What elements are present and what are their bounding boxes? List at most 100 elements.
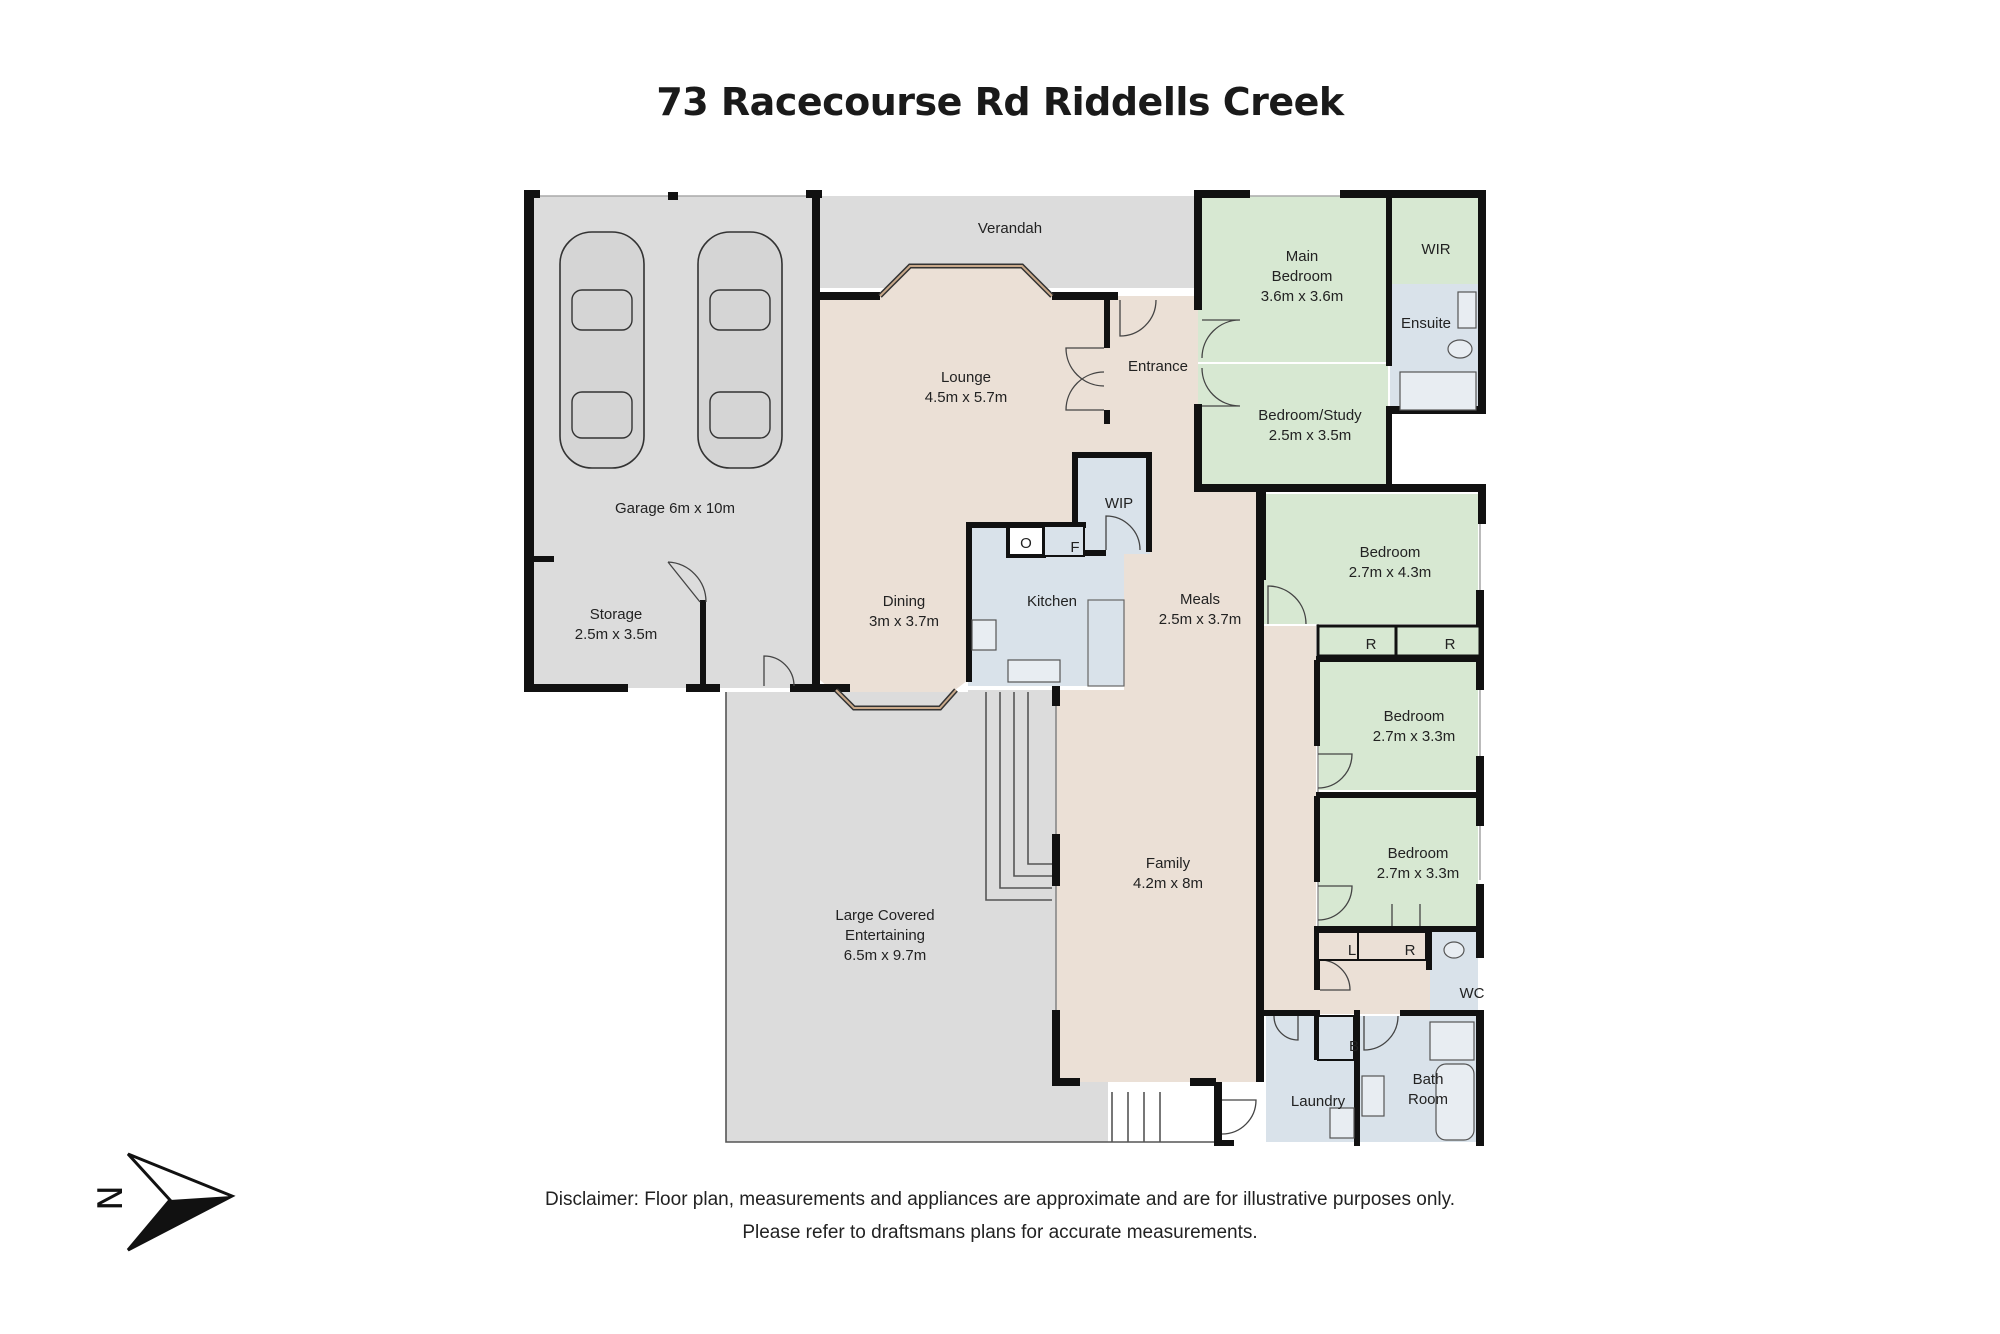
bath-shower bbox=[1429, 1021, 1475, 1061]
kitchen-cooktop bbox=[971, 619, 997, 651]
wall-bed4-bottom bbox=[1316, 926, 1482, 932]
label-family: Family bbox=[1146, 855, 1191, 872]
wall-laundry-bottom bbox=[1214, 1140, 1234, 1146]
doors bbox=[667, 299, 1421, 1135]
door-wip bbox=[1105, 515, 1141, 551]
wall-family-left-3 bbox=[1052, 1010, 1060, 1086]
label-lounge-size: 4.5m x 5.7m bbox=[925, 389, 1008, 406]
wall-lounge-top-r bbox=[1052, 292, 1110, 300]
label-storage: Storage bbox=[590, 606, 643, 623]
disclaimer-line-1: Disclaimer: Floor plan, measurements and… bbox=[545, 1189, 1455, 1210]
fridge-box bbox=[1043, 525, 1085, 557]
label-bathroom-2: Room bbox=[1408, 1091, 1448, 1108]
wall-wip-bottom bbox=[1076, 550, 1106, 556]
door-study bbox=[1201, 367, 1241, 407]
main-bedroom-floor bbox=[1198, 196, 1388, 362]
door-garage bbox=[763, 655, 795, 687]
wall-storage-top bbox=[534, 556, 554, 562]
car-right bbox=[697, 231, 783, 469]
car-left bbox=[559, 231, 645, 469]
steps-2 bbox=[999, 692, 1052, 889]
label-wir: WIR bbox=[1421, 241, 1450, 258]
label-main-bedroom-size: 3.6m x 3.6m bbox=[1261, 288, 1344, 305]
plan-title: 73 Racecourse Rd Riddells Creek bbox=[656, 80, 1344, 124]
door-lounge-double bbox=[1065, 347, 1105, 411]
wall-garage-top-l bbox=[524, 190, 540, 198]
label-linen: L bbox=[1348, 942, 1356, 959]
wall-wip-right bbox=[1146, 452, 1152, 552]
label-robe-b: R bbox=[1445, 636, 1456, 653]
wall-bed3-left bbox=[1314, 660, 1320, 746]
bedroom2-floor bbox=[1262, 494, 1478, 624]
ensuite-toilet bbox=[1447, 339, 1473, 359]
label-robe-a: R bbox=[1366, 636, 1377, 653]
label-ensuite: Ensuite bbox=[1401, 315, 1451, 332]
wall-right-2 bbox=[1476, 756, 1484, 826]
meals-family-floor bbox=[1056, 406, 1258, 1082]
door-bed3 bbox=[1317, 753, 1353, 789]
wall-garage-bottom-m bbox=[686, 684, 720, 692]
label-broom: B bbox=[1349, 1038, 1359, 1055]
label-main-bedroom-1: Main bbox=[1286, 248, 1319, 265]
hall-floor bbox=[1262, 626, 1316, 1012]
steps-1 bbox=[985, 692, 1052, 901]
wall-entrance-top bbox=[1106, 292, 1118, 300]
wall-mid-divide2 bbox=[1386, 406, 1392, 486]
linen-box bbox=[1317, 931, 1359, 961]
label-fridge: F bbox=[1070, 539, 1079, 556]
wall-study-bottom bbox=[1194, 484, 1480, 492]
door-robe-c bbox=[1391, 904, 1421, 926]
wall-main-left2 bbox=[1194, 404, 1202, 490]
wall-lb-top bbox=[1260, 1010, 1320, 1016]
wall-bed3-top bbox=[1316, 656, 1482, 662]
ensuite-shower bbox=[1399, 371, 1477, 411]
label-bedroom2: Bedroom bbox=[1360, 544, 1421, 561]
entertaining-floor bbox=[726, 690, 1108, 1142]
label-wc: WC bbox=[1460, 985, 1485, 1002]
study-floor bbox=[1198, 364, 1388, 488]
lounge-dining-floor bbox=[820, 268, 1108, 708]
label-dining: Dining bbox=[883, 593, 926, 610]
compass-north-label: N bbox=[91, 1185, 131, 1210]
label-storage-size: 2.5m x 3.5m bbox=[575, 626, 658, 643]
door-laundry bbox=[1221, 1099, 1257, 1135]
lounge-bay-window bbox=[834, 263, 1054, 711]
label-bedroom2-size: 2.7m x 4.3m bbox=[1349, 564, 1432, 581]
label-laundry: Laundry bbox=[1291, 1093, 1346, 1110]
label-bedroom4-size: 2.7m x 3.3m bbox=[1377, 865, 1460, 882]
label-entertaining-1: Large Covered bbox=[835, 907, 934, 924]
wall-family-left-1 bbox=[1052, 686, 1060, 706]
label-entertaining-2: Entertaining bbox=[845, 927, 925, 944]
label-main-bedroom-2: Bedroom bbox=[1272, 268, 1333, 285]
wall-laundry-left bbox=[1214, 1082, 1222, 1146]
wall-lounge-top-l bbox=[820, 292, 880, 300]
wall-ensuite-right bbox=[1478, 190, 1486, 414]
steps-4 bbox=[1027, 692, 1052, 865]
wc-toilet bbox=[1443, 941, 1465, 959]
walls bbox=[524, 190, 1486, 1146]
door-bed2 bbox=[1267, 585, 1307, 625]
wall-garage-left bbox=[524, 190, 534, 690]
label-lounge: Lounge bbox=[941, 369, 991, 386]
label-garage: Garage 6m x 10m bbox=[615, 500, 735, 517]
compass-icon: N bbox=[91, 1152, 236, 1252]
wall-family-left-2 bbox=[1052, 834, 1060, 886]
label-bedroom3-size: 2.7m x 3.3m bbox=[1373, 728, 1456, 745]
label-family-size: 4.2m x 8m bbox=[1133, 875, 1203, 892]
robe-c-box bbox=[1357, 931, 1427, 961]
label-entrance: Entrance bbox=[1128, 358, 1188, 375]
label-study: Bedroom/Study bbox=[1258, 407, 1362, 424]
laundry-tub bbox=[1329, 1107, 1355, 1139]
wall-main-top-r bbox=[1340, 190, 1484, 198]
bath-vanity bbox=[1361, 1075, 1385, 1117]
wall-entrance-divider bbox=[1104, 300, 1110, 348]
door-main-bedroom bbox=[1201, 319, 1241, 359]
wall-bed4-top bbox=[1316, 792, 1482, 798]
bath-tub bbox=[1435, 1063, 1475, 1141]
bedroom4-floor bbox=[1318, 796, 1478, 926]
wall-main-left bbox=[1194, 190, 1202, 310]
wall-bed4-left bbox=[1314, 796, 1320, 882]
entertaining-outline bbox=[725, 692, 1218, 1143]
broom-box bbox=[1317, 1015, 1355, 1061]
